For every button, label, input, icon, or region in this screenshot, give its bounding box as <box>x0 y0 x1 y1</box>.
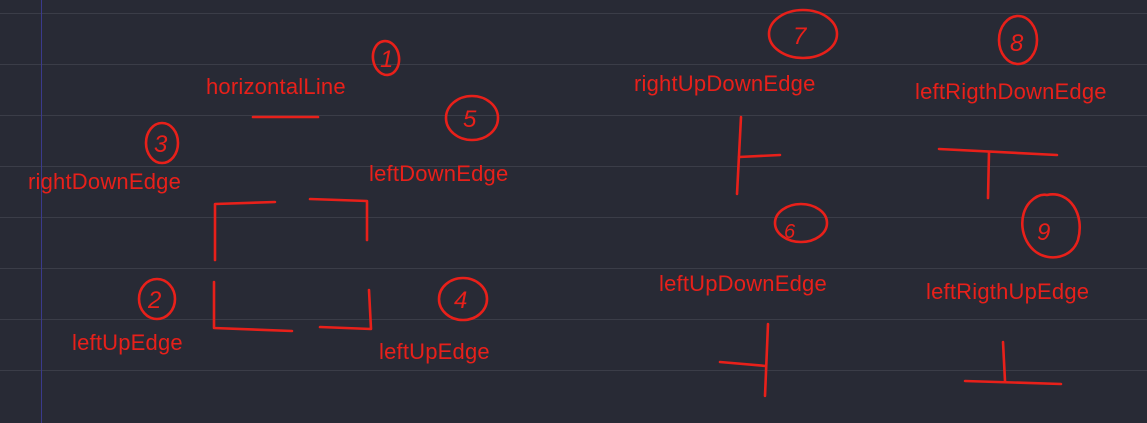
stroke-inverted-t-bar <box>963 379 1063 386</box>
number-3: 3 <box>154 131 168 158</box>
label-horizontal-line: horizontalLine <box>206 74 346 99</box>
ruled-line <box>0 115 1147 116</box>
number-7: 7 <box>793 23 808 50</box>
ruled-line <box>0 370 1147 371</box>
stroke-inverted-t-stem <box>1001 340 1007 383</box>
label-left-up-down-edge: leftUpDownEdge <box>659 271 827 296</box>
label-right-down-edge: rightDownEdge <box>28 169 182 194</box>
number-9: 9 <box>1037 219 1050 246</box>
circled-number-2: 2 <box>137 277 177 321</box>
number-2: 2 <box>147 287 161 314</box>
number-4: 4 <box>454 287 467 314</box>
number-6: 6 <box>784 221 796 243</box>
stroke-right-up-down-tick <box>737 153 782 159</box>
label-left-up-edge-2: leftUpEdge <box>72 330 183 355</box>
stroke-left-up-down-tick <box>718 360 768 368</box>
stroke-left-up-down-vertical <box>763 322 770 398</box>
ruled-line <box>0 166 1147 167</box>
circled-number-5: 5 <box>444 94 500 142</box>
circled-number-4: 4 <box>437 276 489 322</box>
stroke-left-up-corner <box>318 288 373 331</box>
number-8: 8 <box>1010 30 1024 57</box>
stroke-left-down-corner <box>308 197 369 242</box>
label-left-down-edge: leftDownEdge <box>369 161 509 186</box>
label-left-up-edge-4: leftUpEdge <box>379 339 490 364</box>
stroke-right-up-corner <box>212 280 294 333</box>
circled-number-8: 8 <box>997 14 1039 66</box>
circled-number-3: 3 <box>144 121 180 165</box>
ruled-line <box>0 319 1147 320</box>
label-left-rigth-down-edge: leftRigthDownEdge <box>915 79 1107 104</box>
stroke-right-up-down-vertical <box>735 115 743 196</box>
ruled-line <box>0 268 1147 269</box>
ruled-line <box>0 64 1147 65</box>
stroke-t-stem <box>986 150 991 200</box>
margin-line <box>41 0 42 423</box>
ruled-line <box>0 13 1147 14</box>
label-right-up-down-edge: rightUpDownEdge <box>634 71 816 96</box>
circled-number-7: 7 <box>767 8 839 60</box>
stroke-right-down-corner <box>213 200 277 262</box>
ruled-line <box>0 217 1147 218</box>
number-1: 1 <box>380 46 393 73</box>
stroke-t-bar <box>937 147 1059 157</box>
number-5: 5 <box>463 106 477 133</box>
circled-number-6: 6 <box>773 202 829 244</box>
circled-number-9: 9 <box>1021 193 1081 259</box>
label-left-rigth-up-edge: leftRigthUpEdge <box>926 279 1090 304</box>
circled-number-1: 1 <box>371 39 401 77</box>
